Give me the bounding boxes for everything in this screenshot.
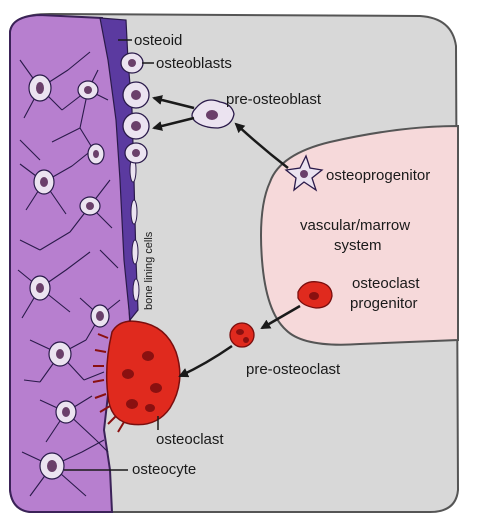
osteoblast-cell: [123, 82, 149, 108]
label-osteoclast-progenitor-1: osteoclast: [352, 275, 420, 292]
osteocyte-cell: [30, 276, 50, 300]
label-osteoclast: osteoclast: [156, 431, 224, 448]
label-bone-lining-cells: bone lining cells: [143, 231, 155, 310]
label-pre-osteoblast: pre-osteoblast: [226, 91, 322, 108]
osteocyte-cell: [80, 197, 100, 215]
label-osteoclast-progenitor-2: progenitor: [350, 295, 418, 312]
label-osteocyte: osteocyte: [132, 461, 196, 478]
osteocyte-cell: [88, 144, 104, 164]
label-osteoid: osteoid: [134, 32, 182, 49]
osteocyte-cell: [34, 170, 54, 194]
osteoblast-cell: [123, 113, 149, 139]
pre-osteoclast-cell: [230, 323, 254, 347]
osteocyte-cell: [56, 401, 76, 423]
osteocyte-cell: [91, 305, 109, 327]
osteocyte-cell: [29, 75, 51, 101]
osteocyte-cell: [49, 342, 71, 366]
osteocyte-cell: [40, 453, 64, 479]
osteoblast-cell: [125, 143, 147, 163]
label-pre-osteoclast: pre-osteoclast: [246, 361, 341, 378]
label-osteoprogenitor: osteoprogenitor: [326, 167, 430, 184]
osteoclast-progenitor-cell: [298, 282, 332, 308]
osteoblast-cell: [121, 53, 143, 73]
label-osteoblasts: osteoblasts: [156, 55, 232, 72]
label-vascular-marrow: vascular/marrow: [300, 217, 410, 234]
osteocyte-cell: [78, 81, 98, 99]
label-vascular-system: system: [334, 237, 382, 254]
